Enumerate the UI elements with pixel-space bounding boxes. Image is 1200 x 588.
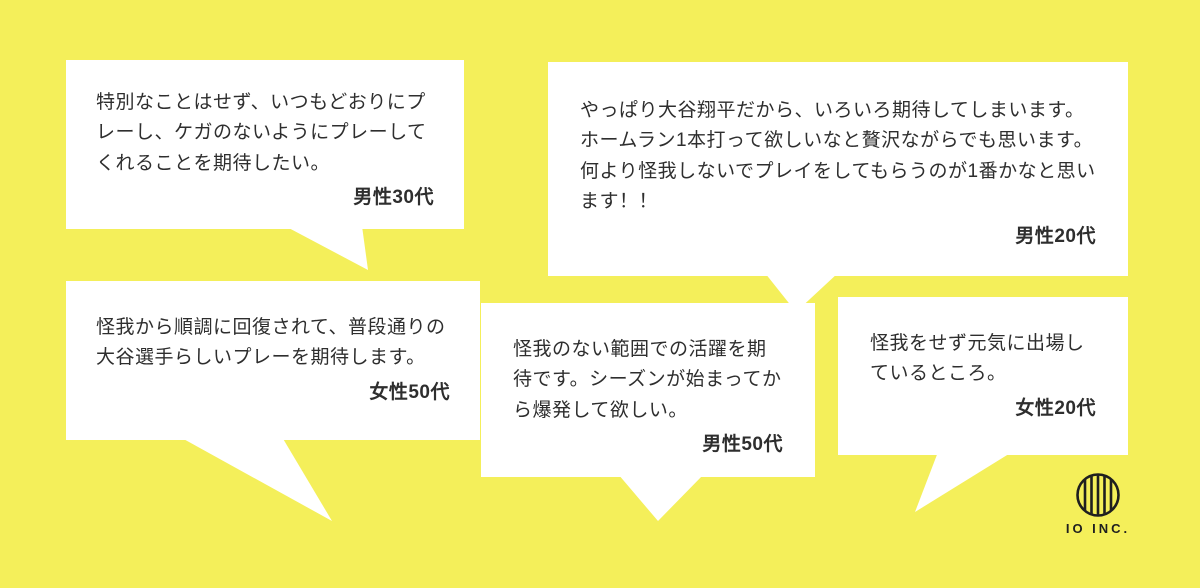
ioinc-logo: IO INC. <box>1056 472 1140 536</box>
quote-text: 特別なことはせず、いつもどおりにプレーし、ケガのないようにプレーしてくれることを… <box>96 92 427 174</box>
striped-circle-icon <box>1076 473 1120 517</box>
speech-bubble-5: 怪我をせず元気に出場しているところ。 女性20代 <box>838 297 1128 455</box>
speech-bubble-1: 特別なことはせず、いつもどおりにプレーし、ケガのないようにプレーしてくれることを… <box>66 60 464 229</box>
speech-bubble-4: 怪我のない範囲での活躍を期待です。シーズンが始まってから爆発して欲しい。 男性5… <box>481 303 815 477</box>
attribution: 男性30代 <box>353 187 434 209</box>
attribution: 女性50代 <box>369 381 450 403</box>
speech-bubble-2: やっぱり大谷翔平だから、いろいろ期待してしまいます。ホームラン1本打って欲しいな… <box>548 62 1128 276</box>
speech-tail-4 <box>618 474 704 521</box>
attribution: 男性50代 <box>702 434 783 456</box>
speech-bubble-3: 怪我から順調に回復されて、普段通りの大谷選手らしいプレーを期待します。 女性50… <box>66 281 480 440</box>
quote-text: やっぱり大谷翔平だから、いろいろ期待してしまいます。ホームラン1本打って欲しいな… <box>580 100 1096 213</box>
quote-text: 怪我から順調に回復されて、普段通りの大谷選手らしいプレーを期待します。 <box>96 317 446 369</box>
speech-tail-3 <box>180 437 332 521</box>
ioinc-logo-text: IO INC. <box>1065 521 1131 536</box>
speech-tail-1 <box>285 226 368 270</box>
attribution: 女性20代 <box>1015 397 1096 419</box>
speech-tail-5 <box>915 452 1012 512</box>
quote-text: 怪我をせず元気に出場しているところ。 <box>870 333 1085 385</box>
quote-text: 怪我のない範囲での活躍を期待です。シーズンが始まってから爆発して欲しい。 <box>513 339 782 421</box>
attribution: 男性20代 <box>1015 225 1096 247</box>
